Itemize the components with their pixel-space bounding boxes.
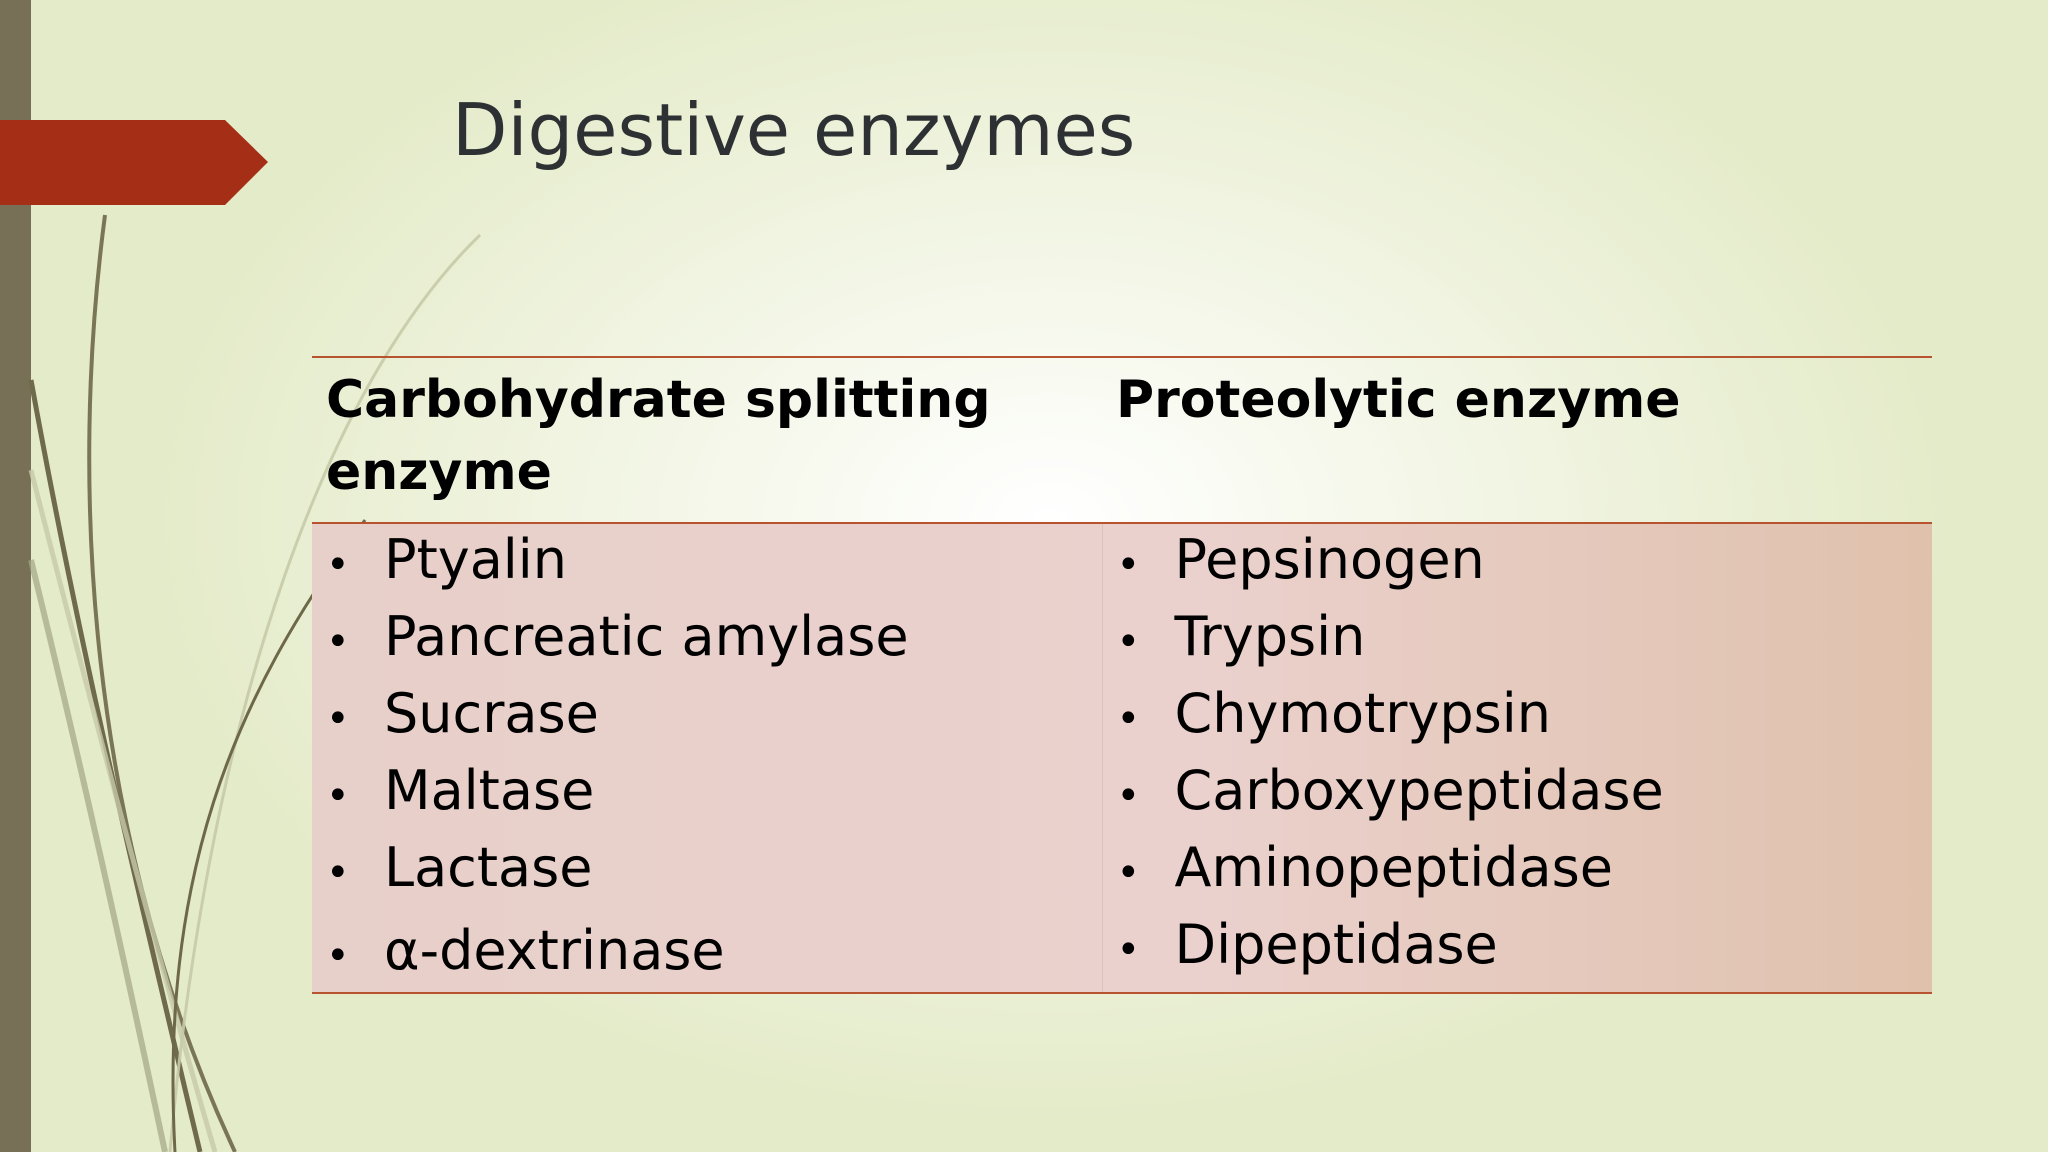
enzyme-name: Chymotrypsin — [1174, 682, 1552, 745]
enzyme-table: Carbohydrate splitting enzyme Proteolyti… — [312, 356, 1932, 994]
list-item: • Maltase — [326, 755, 1088, 832]
bullet-icon: • — [1116, 542, 1141, 588]
decorative-curves — [28, 214, 482, 1152]
proteolytic-list: • Pepsinogen • Trypsin • Chymotrypsin • Carb… — [1117, 524, 1919, 986]
carbohydrate-list: • Ptyalin • Pancreatic amylase • Sucrase • M… — [326, 524, 1088, 992]
bullet-icon: • — [1116, 619, 1141, 665]
list-item: • Ptyalin — [326, 524, 1088, 601]
list-item: • Aminopeptidase — [1117, 832, 1919, 909]
header-proteolytic: Proteolytic enzyme — [1102, 356, 1932, 524]
enzyme-name: Carboxypeptidase — [1174, 759, 1664, 822]
bullet-icon: • — [326, 696, 350, 742]
bullet-icon: • — [1116, 773, 1141, 819]
list-item: • Dipeptidase — [1117, 909, 1919, 986]
carbohydrate-cell: • Ptyalin • Pancreatic amylase • Sucrase • M… — [312, 523, 1103, 994]
enzyme-name: Maltase — [384, 759, 595, 822]
proteolytic-cell: • Pepsinogen • Trypsin • Chymotrypsin • Carb… — [1102, 523, 1932, 994]
title-accent-arrow — [0, 120, 268, 205]
header-carbohydrate: Carbohydrate splitting enzyme — [312, 356, 1102, 524]
bullet-icon: • — [326, 542, 350, 588]
slide-title: Digestive enzymes — [452, 88, 1136, 172]
enzyme-name: α-dextrinase — [384, 919, 725, 982]
enzyme-name: Pepsinogen — [1174, 528, 1485, 591]
bullet-icon: • — [326, 619, 350, 665]
list-item: • α-dextrinase — [326, 915, 1088, 992]
table-body-row: • Ptyalin • Pancreatic amylase • Sucrase • M… — [312, 523, 1932, 994]
list-item: • Carboxypeptidase — [1117, 755, 1919, 832]
list-item: • Lactase — [326, 832, 1088, 909]
bullet-icon: • — [1116, 927, 1141, 973]
bullet-icon: • — [326, 933, 350, 979]
list-item: • Chymotrypsin — [1117, 678, 1919, 755]
bullet-icon: • — [326, 850, 350, 896]
table-header-row: Carbohydrate splitting enzyme Proteolyti… — [312, 356, 1932, 524]
enzyme-name: Dipeptidase — [1174, 913, 1498, 976]
enzyme-name: Ptyalin — [384, 528, 568, 591]
enzyme-name: Aminopeptidase — [1174, 836, 1614, 899]
list-item: • Trypsin — [1117, 601, 1919, 678]
list-item: • Pancreatic amylase — [326, 601, 1088, 678]
bullet-icon: • — [1116, 696, 1141, 742]
bullet-icon: • — [1116, 850, 1141, 896]
list-item: • Sucrase — [326, 678, 1088, 755]
enzyme-name: Sucrase — [384, 682, 599, 745]
enzyme-name: Pancreatic amylase — [384, 605, 909, 668]
list-item: • Pepsinogen — [1117, 524, 1919, 601]
enzyme-name: Trypsin — [1174, 605, 1366, 668]
enzyme-name: Lactase — [384, 836, 593, 899]
bullet-icon: • — [326, 773, 350, 819]
